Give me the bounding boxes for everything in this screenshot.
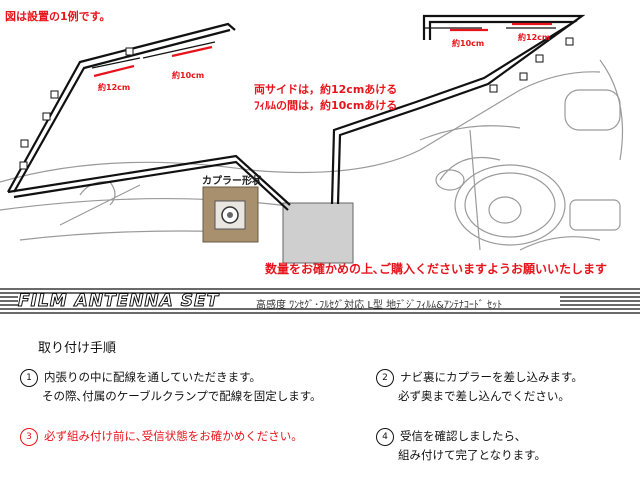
step-number: 4 — [376, 427, 394, 446]
step-text: その際､付属のケーブルクランプで配線を固定します。 — [42, 389, 322, 403]
instructions-title: 取り付け手順 — [38, 341, 117, 356]
coupler-label: カプラー形状 — [202, 176, 262, 187]
measure-right-12: 約12cm — [518, 33, 551, 42]
step-number: 2 — [376, 368, 394, 387]
diagram-caption: 図は設置の1例です。 — [5, 10, 111, 23]
step-text: 組み付けて完了となります。 — [398, 448, 547, 462]
measure-left-12: 約12cm — [98, 83, 131, 92]
step-2: 2 ナビ裏にカプラーを差し込みます。 必ず奥まで差し込んでください。 — [376, 368, 583, 406]
banner-title: FILM ANTENNA SET — [17, 291, 220, 312]
step-text: 内張りの中に配線を通していただきます。 — [44, 370, 262, 384]
step-3: 3 必ず組み付け前に､受信状態をお確かめください。 — [20, 427, 303, 446]
spacing-note-films: ﾌｨﾙﾑの間は，約10cmあける — [254, 99, 398, 112]
step-text: 必ず奥まで差し込んでください。 — [398, 389, 570, 403]
banner-subtitle: 高感度 ﾜﾝｾｸﾞ･ﾌﾙｾｸﾞ対応 L型 地ﾃﾞｼﾞﾌｨﾙﾑ&ｱﾝﾃﾅｺｰﾄﾞ … — [256, 300, 503, 311]
confirm-quantity-note: 数量をお確かめの上､ご購入くださいますようお願いいたします — [265, 262, 608, 276]
step-text: ナビ裏にカプラーを差し込みます。 — [400, 370, 583, 384]
windshield-diagram — [0, 14, 624, 264]
measure-right-10: 約10cm — [452, 39, 485, 48]
measure-left-10: 約10cm — [172, 71, 205, 80]
step-1: 1 内張りの中に配線を通していただきます。 その際､付属のケーブルクランプで配線を… — [20, 368, 322, 406]
step-4: 4 受信を確認しましたら､ 組み付けて完了となります。 — [376, 427, 546, 465]
step-number: 3 — [20, 427, 38, 446]
step-number: 1 — [20, 368, 38, 387]
step-text: 必ず組み付け前に､受信状態をお確かめください。 — [44, 429, 303, 443]
step-text: 受信を確認しましたら､ — [400, 429, 521, 443]
coupler-image — [202, 186, 259, 243]
title-banner — [0, 288, 640, 314]
spacing-note-sides: 両サイドは，約12cmあける — [254, 83, 398, 96]
